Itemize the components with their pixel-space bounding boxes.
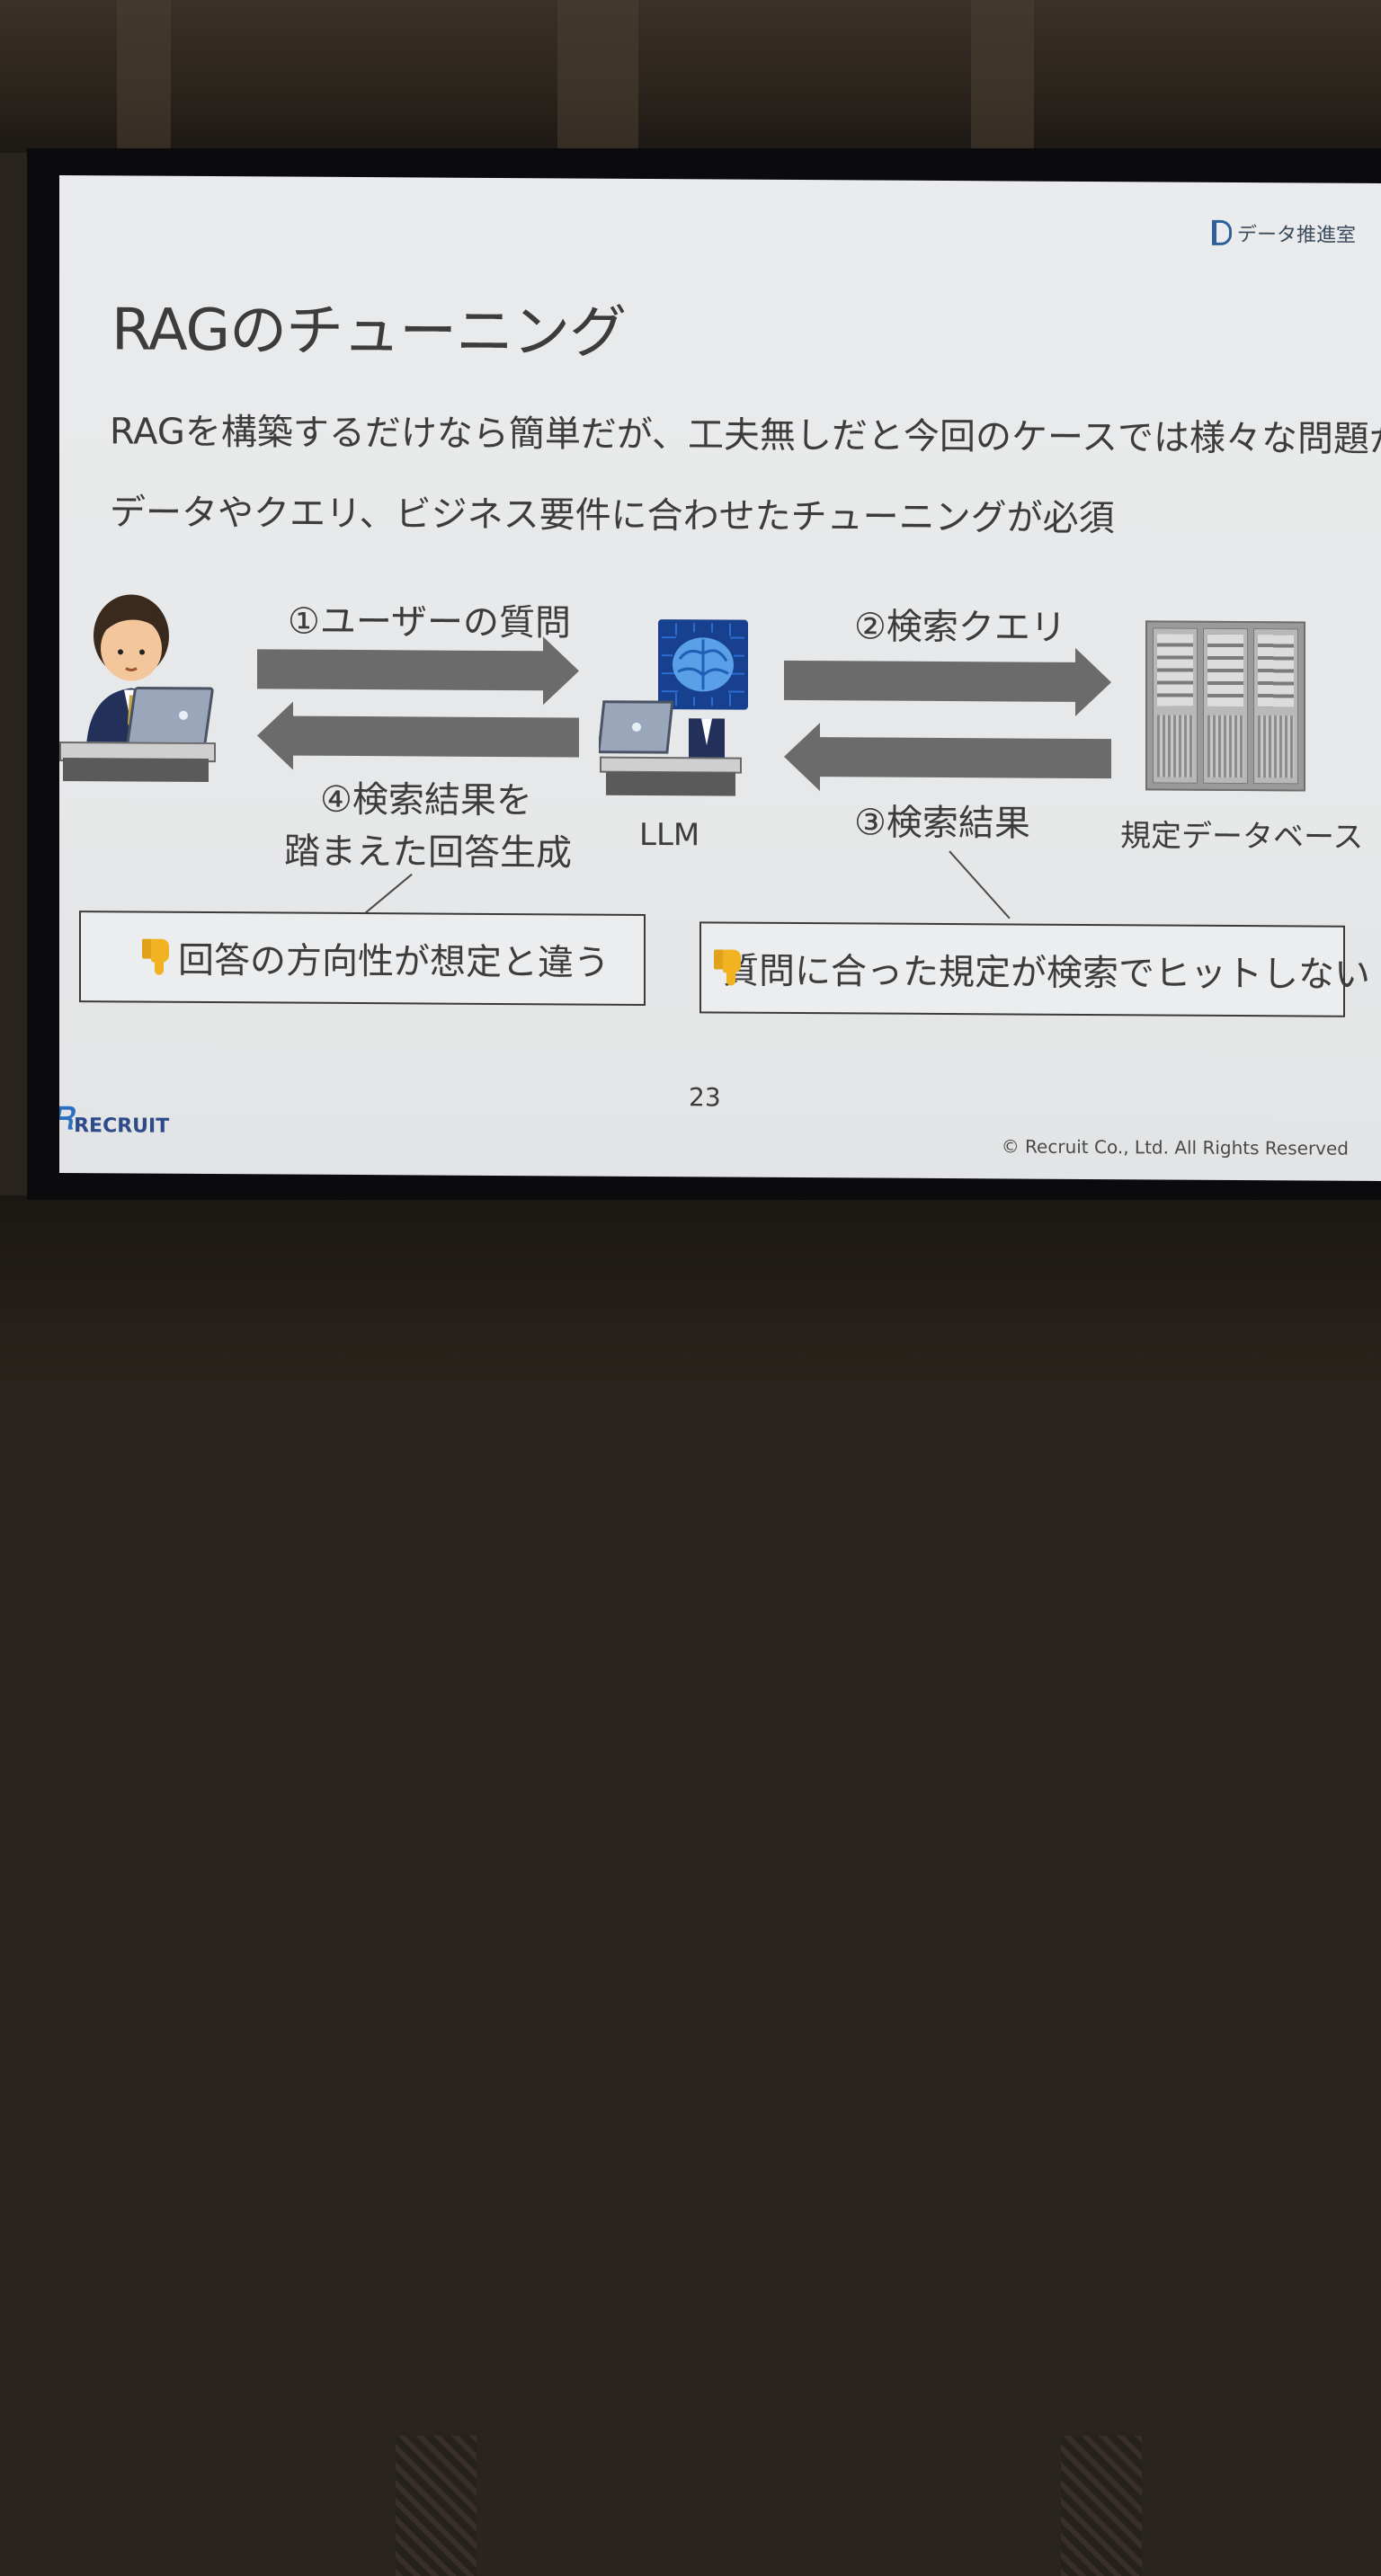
user-desk-base <box>63 758 209 783</box>
issue-text-left: 回答の方向性が想定と違う <box>178 939 610 984</box>
wall-pillar <box>971 0 1034 153</box>
wall-pillar <box>117 0 171 153</box>
slide-lead-line-1: RAGを構築するだけなら簡単だが、工夫無しだと今回のケースでは様々な問題が発生 <box>110 411 1381 461</box>
copyright-notice: © Recruit Co., Ltd. All Rights Reserved <box>1001 1135 1349 1159</box>
issue-callout-right: 質問に合った規定が検索でヒットしない <box>699 921 1370 1017</box>
issue-callout-left: 回答の方向性が想定と違う <box>79 910 646 1006</box>
database-server-icon <box>1145 620 1305 792</box>
callout-connector-left <box>364 873 413 914</box>
brand-logo: データ推進室 <box>1211 218 1356 248</box>
wall-lattice <box>1061 2436 1142 2576</box>
step-1-label: ①ユーザーの質問 <box>288 600 572 644</box>
presentation-slide: データ推進室 RAGのチューニング RAGを構築するだけなら簡単だが、工夫無しだ… <box>59 175 1381 1181</box>
issue-text-right: 質問に合った規定が検索でヒットしない <box>723 950 1370 996</box>
database-label: 規定データベース <box>1120 818 1364 856</box>
recruit-logo: 𝑅 RECRUIT <box>59 1101 169 1138</box>
wall-pillar <box>557 0 638 153</box>
brand-name: データ推進室 <box>1236 224 1356 247</box>
arrow-llm-to-user <box>257 701 579 770</box>
arrow-user-to-llm <box>257 636 579 706</box>
step-2-label: ②検索クエリ <box>854 606 1066 649</box>
slide-title: RAGのチューニング <box>111 297 627 367</box>
llm-chip-icon <box>658 619 748 710</box>
user-icon <box>86 594 214 747</box>
arrow-llm-to-database <box>784 647 1111 717</box>
thumbs-down-icon <box>142 938 169 975</box>
llm-laptop-illustration <box>599 700 742 796</box>
room-wall-top <box>0 0 1381 153</box>
brand-d-icon <box>1211 219 1232 245</box>
brain-icon <box>662 623 744 706</box>
step-4-label-line-1: ④検索結果を <box>320 778 532 822</box>
arrow-database-to-llm <box>784 722 1111 792</box>
wall-lattice <box>396 2436 477 2576</box>
page-number: 23 <box>689 1082 721 1113</box>
step-3-label: ③検索結果 <box>854 802 1030 845</box>
recruit-logo-text: RECRUIT <box>74 1115 170 1138</box>
user-at-laptop-illustration <box>59 589 230 787</box>
slide-lead-line-2: データやクエリ、ビジネス要件に合わせたチューニングが必須 <box>110 492 1115 540</box>
room-wall-bottom <box>0 1195 1381 2576</box>
callout-connector-right <box>949 850 1011 919</box>
step-4-label-line-2: 踏まえた回答生成 <box>284 831 572 875</box>
llm-label: LLM <box>639 816 700 854</box>
